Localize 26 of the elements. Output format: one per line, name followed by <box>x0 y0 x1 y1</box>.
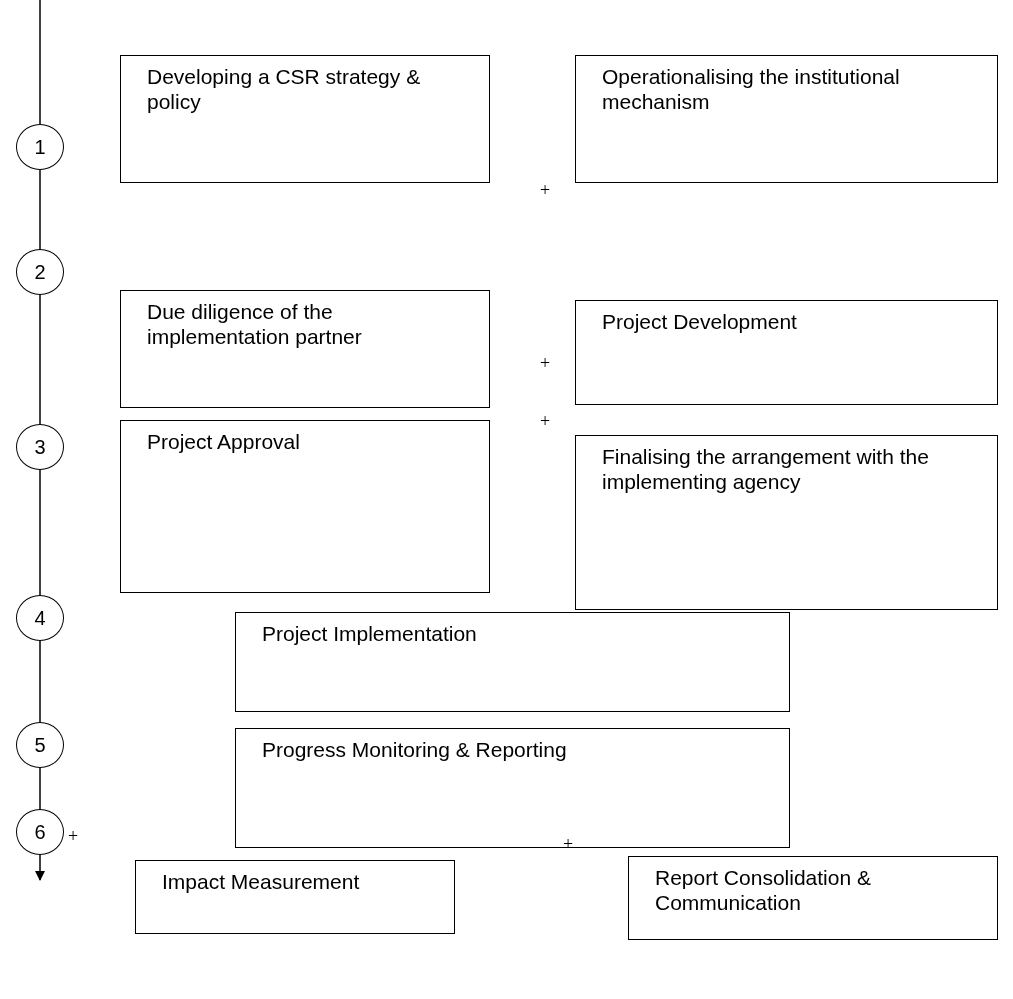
plus-sign: + <box>540 353 551 374</box>
process-box: Project Implementation <box>235 612 790 712</box>
process-box: Due diligence of the implementation partner <box>120 290 490 408</box>
process-box: Impact Measurement <box>135 860 455 934</box>
step-circle: 5 <box>16 722 64 768</box>
connector-line <box>39 767 41 810</box>
connector-line <box>39 469 41 596</box>
arrow <box>35 854 45 881</box>
process-box: Project Approval <box>120 420 490 593</box>
connector-line <box>39 294 41 425</box>
process-box: Finalising the arrangement with the implementing agency <box>575 435 998 610</box>
step-circle: 2 <box>16 249 64 295</box>
process-box: Report Consolidation & Communication <box>628 856 998 940</box>
plus-sign: + <box>68 826 79 847</box>
process-box: Operationalising the institutional mechanism <box>575 55 998 183</box>
step-circle: 3 <box>16 424 64 470</box>
connector-line <box>39 0 41 125</box>
step-circle: 6 <box>16 809 64 855</box>
process-box: Project Development <box>575 300 998 405</box>
connector-line <box>39 640 41 723</box>
step-circle: 4 <box>16 595 64 641</box>
plus-sign: + <box>540 180 551 201</box>
connector-line <box>39 169 41 250</box>
plus-sign: + <box>540 411 551 432</box>
process-box: Developing a CSR strategy & policy <box>120 55 490 183</box>
step-circle: 1 <box>16 124 64 170</box>
